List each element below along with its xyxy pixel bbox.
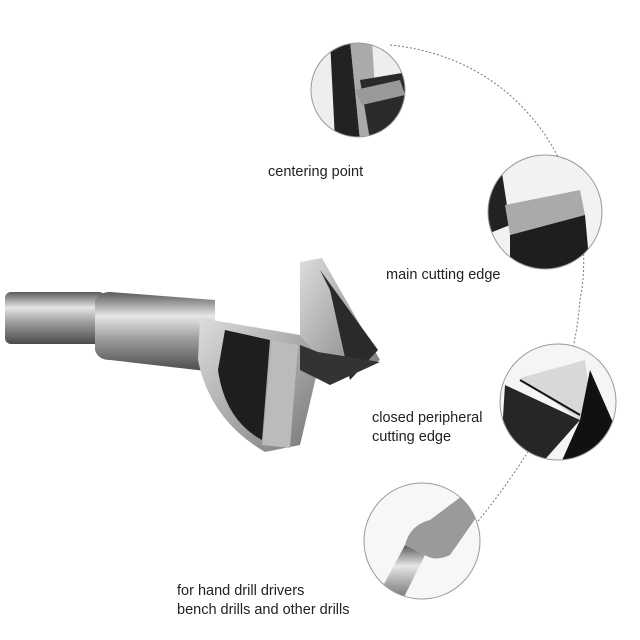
label-main-cutting-edge: main cutting edge (386, 267, 501, 283)
detail-centering-point (310, 42, 406, 138)
label-centering-point: centering point (268, 164, 364, 180)
drill-bit (5, 258, 380, 452)
label-closed-peripheral-line1: closed peripheral (372, 410, 483, 426)
label-compat-line1: for hand drill drivers (177, 583, 305, 599)
detail-closed-peripheral-edge (499, 343, 617, 461)
detail-main-cutting-edge (487, 154, 603, 270)
detail-shank (363, 482, 481, 600)
label-compatibility: for hand drill drivers bench drills and … (177, 582, 349, 620)
label-compat-line2: bench drills and other drills (177, 602, 350, 618)
label-closed-peripheral: closed peripheral cutting edge (372, 409, 482, 447)
label-closed-peripheral-line2: cutting edge (372, 429, 452, 445)
